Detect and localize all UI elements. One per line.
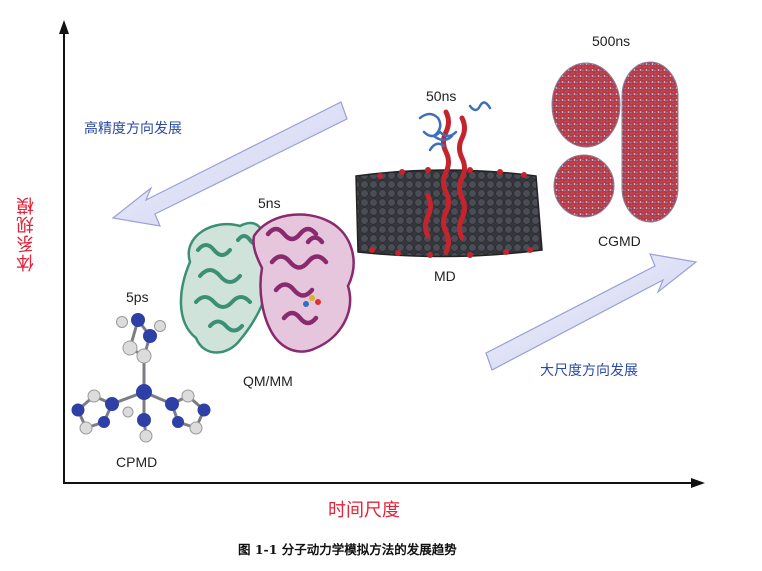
cgmd-vesicles-illustration — [551, 61, 679, 223]
x-axis-label: 时间尺度 — [328, 500, 400, 521]
cpmd-name-label: CPMD — [116, 454, 157, 470]
figure-caption: 图 1-1 分子动力学模拟方法的发展趋势 — [238, 542, 457, 557]
md-timescale-label: 50ns — [426, 88, 456, 104]
y-axis-arrowhead — [59, 20, 69, 34]
high-precision-arrow — [111, 101, 348, 227]
large-scale-arrow — [485, 253, 698, 371]
y-axis — [59, 20, 69, 483]
qmmm-name-label: QM/MM — [243, 373, 293, 389]
large-scale-label: 大尺度方向发展 — [540, 363, 638, 379]
cpmd-timescale-label: 5ps — [126, 289, 149, 305]
x-axis-arrowhead — [691, 478, 705, 488]
y-axis-label: 体系规模 — [16, 196, 37, 272]
cgmd-name-label: CGMD — [598, 233, 641, 249]
cgmd-timescale-label: 500ns — [592, 33, 630, 49]
qmmm-timescale-label: 5ns — [258, 195, 281, 211]
cpmd-molecule-illustration — [71, 313, 211, 443]
high-precision-label: 高精度方向发展 — [84, 120, 182, 137]
x-axis — [63, 478, 705, 488]
md-name-label: MD — [434, 268, 456, 284]
md-membrane-illustration — [355, 101, 543, 258]
qmmm-protein-illustration — [179, 213, 355, 354]
